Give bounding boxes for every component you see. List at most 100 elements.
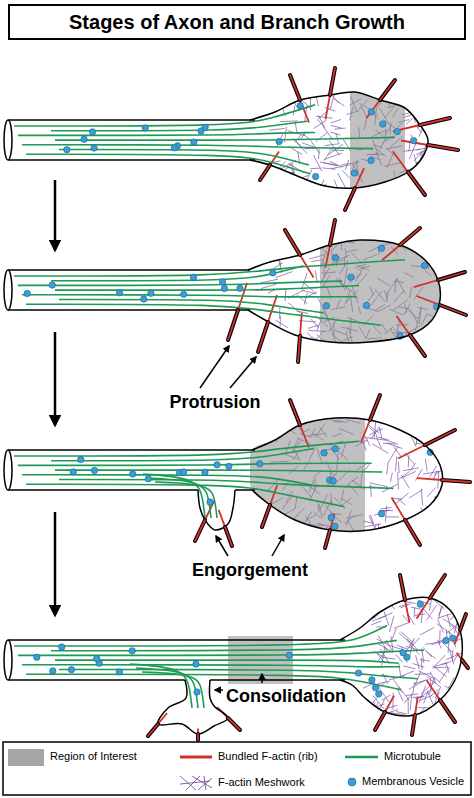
growth-cone-fill <box>336 597 462 716</box>
stage-label: Consolidation <box>223 686 349 707</box>
microtubule <box>59 300 324 313</box>
filopodium <box>420 118 450 125</box>
actin-filament <box>395 457 396 472</box>
actin-rib <box>414 280 438 287</box>
membranous-vesicle <box>202 469 208 475</box>
membranous-vesicle <box>145 476 151 482</box>
actin-rib <box>415 697 418 715</box>
title-box: Stages of Axon and Branch Growth <box>8 4 466 40</box>
membranous-vesicle <box>219 279 225 285</box>
actin-filament <box>442 487 448 500</box>
membranous-vesicle <box>369 677 375 683</box>
actin-filament <box>322 163 337 166</box>
actin-filament <box>285 183 297 195</box>
actin-filament <box>425 459 427 472</box>
filopodium <box>462 660 468 668</box>
legend-vesicle-sample <box>348 778 356 786</box>
filopodium <box>430 575 445 598</box>
actin-filament <box>450 608 464 620</box>
membranous-vesicle <box>378 245 384 251</box>
filopodium-rib <box>330 68 335 95</box>
membranous-vesicle <box>394 128 400 134</box>
membranous-vesicle <box>256 461 262 467</box>
actin-filament <box>373 695 384 708</box>
actin-filament <box>414 607 416 617</box>
actin-filament <box>388 342 392 357</box>
actin-filament <box>434 655 446 667</box>
filopodium-rib <box>228 718 240 730</box>
actin-filament <box>403 666 415 669</box>
membranous-vesicle <box>91 145 97 151</box>
membranous-vesicle <box>332 523 338 529</box>
actin-filament <box>457 683 468 687</box>
membranous-vesicle <box>417 601 423 607</box>
actin-filament <box>445 321 452 328</box>
filopodium-rib <box>438 272 465 280</box>
membranous-vesicle <box>214 462 220 468</box>
filopodium-rib <box>410 335 425 356</box>
filopodium <box>380 80 395 100</box>
actin-filament <box>435 315 444 325</box>
actin-filament <box>390 473 392 482</box>
actin-filament <box>365 436 370 446</box>
membranous-vesicle <box>226 463 232 469</box>
membranous-vesicle <box>207 499 213 505</box>
filopodium <box>228 310 238 340</box>
filopodium-rib <box>258 322 268 352</box>
filopodium <box>148 724 158 736</box>
axon-outline <box>8 639 345 641</box>
actin-filament <box>423 515 430 527</box>
filopodium <box>408 172 425 195</box>
microtubule <box>55 137 395 140</box>
actin-filament <box>369 515 375 527</box>
membranous-vesicle <box>81 136 87 142</box>
region-of-interest <box>320 230 445 355</box>
microtubule <box>26 484 345 507</box>
filopodium-rib <box>262 505 270 527</box>
actin-filament <box>331 125 342 128</box>
actin-filament <box>310 168 320 170</box>
membranous-vesicle <box>368 157 374 163</box>
actin-filament <box>365 708 376 713</box>
actin-filament <box>307 332 316 343</box>
actin-filament <box>301 290 316 294</box>
filopodium <box>196 734 200 740</box>
actin-filament <box>343 138 351 151</box>
actin-filament <box>452 685 453 695</box>
filopodium-rib <box>408 172 425 195</box>
actin-filament <box>269 341 285 350</box>
actin-filament <box>428 692 433 704</box>
actin-filament <box>313 155 321 171</box>
legend-text: F-actin Meshwork <box>218 776 305 789</box>
actin-filament <box>427 487 435 496</box>
legend-text: Membranous Vesicle <box>362 775 464 788</box>
filopodium-rib <box>370 395 380 420</box>
actin-filament <box>398 462 400 473</box>
actin-rib <box>397 316 411 335</box>
actin-filament <box>443 619 458 629</box>
membranous-vesicle <box>194 689 200 695</box>
membranous-vesicle <box>237 285 243 291</box>
actin-filament <box>394 622 410 628</box>
actin-filament <box>393 498 403 499</box>
actin-filament <box>399 633 413 646</box>
filopodium <box>400 228 420 245</box>
membranous-vesicle <box>276 138 282 144</box>
microtubule <box>22 145 373 149</box>
membranous-vesicle <box>286 652 292 658</box>
actin-filament <box>313 120 326 128</box>
actin-filament <box>449 631 456 647</box>
filopodium <box>438 272 465 280</box>
actin-filament <box>285 288 287 300</box>
actin-rib <box>367 100 381 118</box>
actin-filament <box>454 623 456 633</box>
actin-filament <box>419 336 436 340</box>
branch-fill <box>158 677 228 734</box>
filopodium-rib <box>412 715 415 735</box>
actin-filament <box>430 527 442 533</box>
actin-filament <box>371 427 379 438</box>
axon-outline <box>8 449 255 451</box>
actin-filament <box>269 128 284 130</box>
actin-filament <box>423 647 432 657</box>
